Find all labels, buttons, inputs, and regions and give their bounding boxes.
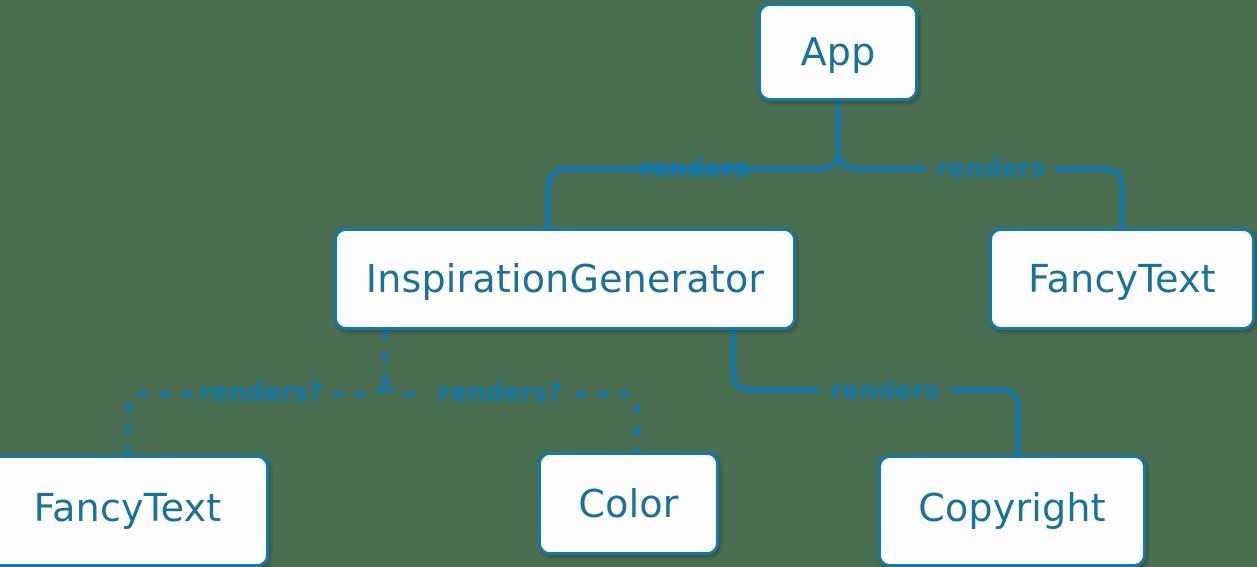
edge-label-renders-app-fancytext: renders: [936, 153, 1046, 183]
node-color[interactable]: Color: [538, 452, 719, 555]
edge-app-to-inspiration-generator: [545, 156, 841, 231]
node-inspiration-generator-label: InspirationGenerator: [365, 257, 765, 301]
node-inspiration-generator[interactable]: InspirationGenerator: [334, 228, 796, 330]
node-app-label: App: [800, 30, 876, 74]
edge-label-renders-q-fancytext: renders?: [199, 377, 323, 407]
edge-label-renders-copyright: renders: [830, 375, 940, 405]
edge-inspiration-generator-to-color: [383, 384, 640, 452]
node-fancytext-bottom[interactable]: FancyText: [0, 455, 269, 567]
node-fancytext-bottom-label: FancyText: [33, 485, 222, 530]
node-app[interactable]: App: [758, 3, 918, 101]
node-color-label: Color: [578, 481, 679, 526]
edge-label-renders-app-inspiration: renders: [639, 153, 749, 183]
node-copyright[interactable]: Copyright: [878, 455, 1146, 567]
edge-app-to-fancytext-right: [835, 156, 1125, 231]
node-fancytext-right[interactable]: FancyText: [989, 228, 1255, 330]
node-fancytext-right-label: FancyText: [1028, 257, 1216, 301]
edge-label-renders-q-color: renders?: [438, 377, 562, 407]
node-copyright-label: Copyright: [918, 485, 1106, 530]
edge-inspiration-generator-to-copyright: [730, 327, 1021, 458]
